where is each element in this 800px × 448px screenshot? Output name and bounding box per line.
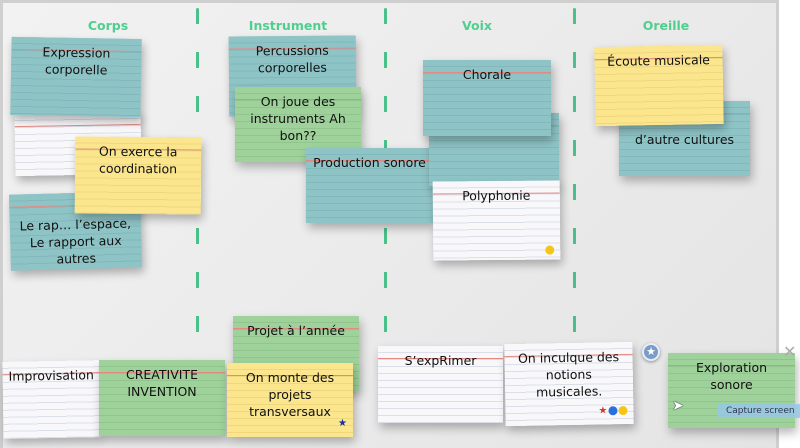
sticky-note-text: S’expRimer [404,353,477,368]
sticky-note-text: Polyphonie [462,187,531,204]
sticky-note-text: On joue des instruments Ah bon?? [250,94,346,143]
column-divider [196,8,199,448]
dot-icon [608,406,618,416]
sticky-note-text [15,118,141,120]
sticky-note[interactable]: On exerce la coordination [74,136,202,215]
mouse-cursor-icon: ➤ [672,398,684,414]
note-tags: ★ [338,415,347,432]
sticky-note-text: Improvisation [8,367,95,384]
sticky-note[interactable]: Polyphonie [432,180,561,261]
star-icon: ★ [598,405,608,417]
sticky-note-text: CREATIVITE INVENTION [126,367,198,399]
sticky-note[interactable]: On monte des projets transversaux★ [227,363,353,437]
sticky-note-text: Projet à l’année [247,323,345,338]
column-header-instrument: Instrument [248,18,328,33]
sticky-note[interactable]: Expression corporelle [10,36,142,118]
column-header-voix: Voix [462,18,492,33]
sticky-note-text: On exerce la coordination [98,143,178,177]
sticky-note[interactable]: S’expRimer [378,346,503,423]
close-icon[interactable]: ✕ [783,342,797,361]
sticky-note-text: Le rap… l’espace, Le rapport aux autres [19,215,132,267]
sticky-note-text: On monte des projets transversaux [245,370,335,419]
sticky-note-text: Chorale [462,67,512,82]
column-header-corps: Corps [87,18,129,33]
sticky-note[interactable]: Improvisation [2,360,101,439]
column-divider [573,8,576,448]
tooltip: Capture screen [718,404,800,418]
dot-icon [545,245,555,255]
sticky-note-text: Percussions corporelles [255,42,329,76]
sticky-note[interactable]: Écoute musicale [594,44,724,127]
sticky-note-text: Expression corporelle [42,44,111,78]
sticky-note[interactable]: Production sonore [306,148,433,223]
sticky-note-text: Exploration sonore [695,360,768,392]
sticky-note[interactable]: On inculque des notions musicales. ★ [504,341,634,427]
dot-icon [618,405,628,416]
column-header-oreille: Oreille [642,18,690,33]
note-tags [545,245,555,255]
sticky-note-text: On inculque des notions musicales. [517,349,620,400]
note-tags: ★ [598,402,628,420]
sticky-note-text: d’autre cultures [634,132,735,147]
column-divider [384,8,387,448]
sticky-note-text: Écoute musicale [607,52,711,69]
sticky-note[interactable]: Chorale [423,60,551,136]
sticky-note-text: Production sonore [313,155,426,170]
star-button[interactable]: ★ [642,343,660,361]
sticky-note[interactable]: CREATIVITE INVENTION [99,360,225,436]
star-icon: ★ [338,418,347,429]
